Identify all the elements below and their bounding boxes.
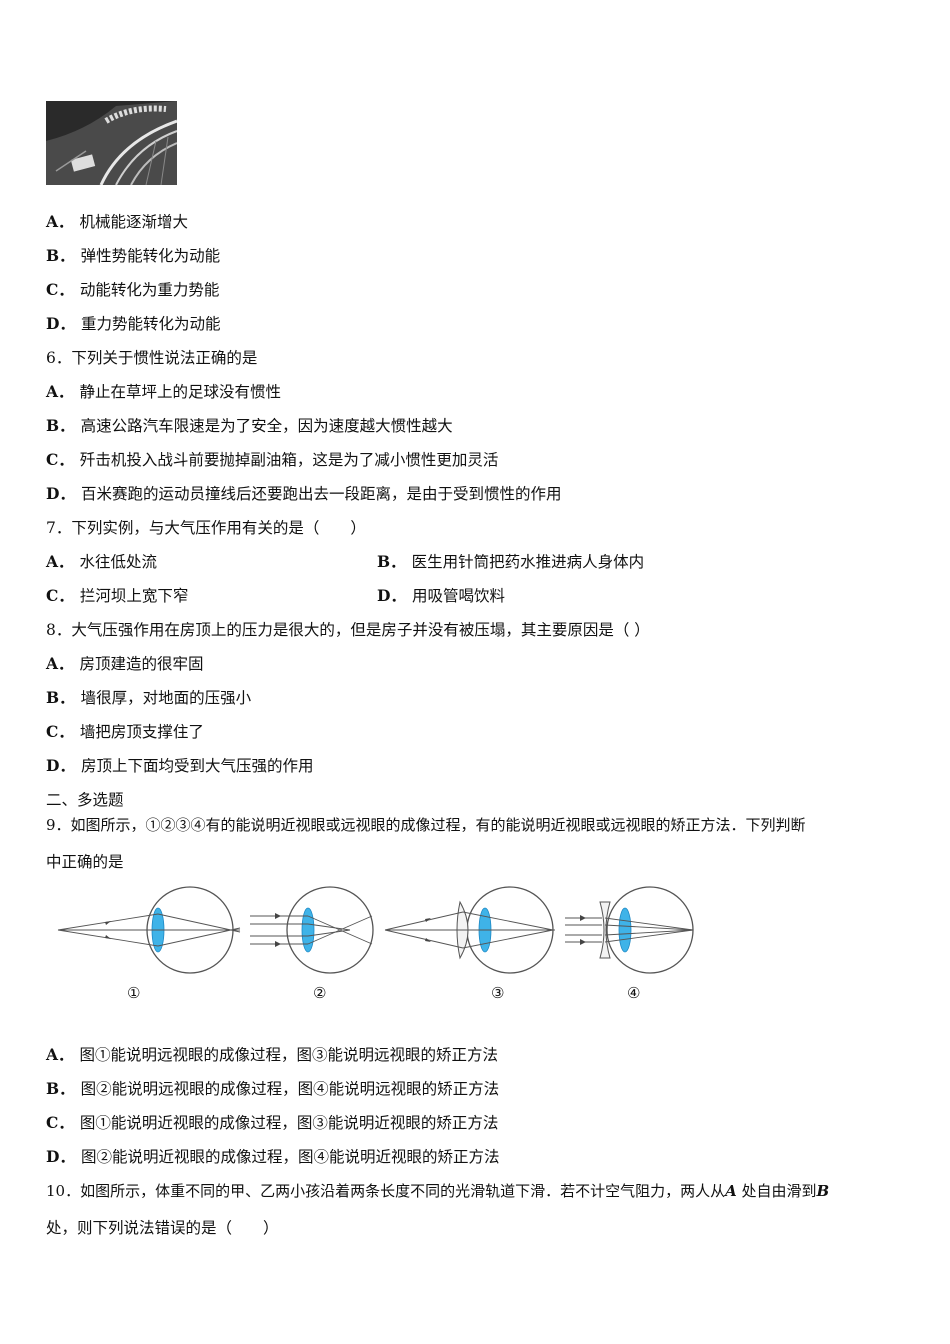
q5-option-b[interactable]: B．弹性势能转化为动能 [46, 246, 221, 265]
q5-option-d[interactable]: D．重力势能转化为动能 [46, 314, 221, 333]
q5-option-c[interactable]: C．动能转化为重力势能 [46, 280, 220, 299]
q9-option-c[interactable]: C．图①能说明近视眼的成像过程，图③能说明近视眼的矫正方法 [46, 1113, 499, 1132]
q7-option-c[interactable]: C．拦河坝上宽下窄 [46, 586, 189, 605]
section-heading: 二、多选题 [46, 791, 124, 809]
q8-stem: 8．大气压强作用在房顶上的压力是很大的，但是房子并没有被压塌，其主要原因是（ ） [46, 621, 650, 639]
figure-label-1: ① [127, 984, 141, 1002]
q9-option-b[interactable]: B．图②能说明远视眼的成像过程，图④能说明远视眼的矫正方法 [46, 1079, 500, 1098]
figure-label-2: ② [313, 984, 327, 1002]
eye-diagram [57, 886, 694, 974]
slide-photo [46, 101, 177, 185]
q6-option-a[interactable]: A．静止在草坪上的足球没有惯性 [46, 382, 282, 401]
q7-option-b[interactable]: B．医生用针筒把药水推进病人身体内 [377, 552, 645, 571]
q6-option-b[interactable]: B．高速公路汽车限速是为了安全，因为速度越大惯性越大 [46, 416, 453, 435]
q10-stem-line1: 10．如图所示，体重不同的甲、乙两小孩沿着两条长度不同的光滑轨道下滑．若不计空气… [46, 1182, 830, 1200]
q6-stem: 6．下列关于惯性说法正确的是 [46, 349, 258, 367]
q10-stem-line2: 处，则下列说法错误的是（ ） [46, 1219, 279, 1237]
q9-option-d[interactable]: D．图②能说明近视眼的成像过程，图④能说明近视眼的矫正方法 [46, 1147, 500, 1166]
eye-3-diagram [384, 886, 555, 974]
point-a-label: A [725, 1182, 737, 1200]
q9-option-a[interactable]: A．图①能说明远视眼的成像过程，图③能说明远视眼的矫正方法 [46, 1045, 499, 1064]
point-b-label: B [816, 1182, 830, 1200]
eye-1-diagram [57, 886, 241, 974]
q8-option-c[interactable]: C．墙把房顶支撑住了 [46, 722, 204, 741]
q9-stem-line1: 9．如图所示，①②③④有的能说明近视眼或远视眼的成像过程，有的能说明近视眼或远视… [46, 816, 806, 834]
q7-option-d[interactable]: D．用吸管喝饮料 [377, 586, 505, 605]
figure-label-4: ④ [627, 984, 641, 1002]
q9-stem-line2: 中正确的是 [46, 853, 124, 871]
q8-option-b[interactable]: B．墙很厚，对地面的压强小 [46, 688, 252, 707]
q7-stem: 7．下列实例，与大气压作用有关的是（ ） [46, 519, 366, 537]
q6-option-c[interactable]: C．歼击机投入战斗前要抛掉副油箱，这是为了减小惯性更加灵活 [46, 450, 499, 469]
eye-4-diagram [565, 886, 694, 974]
q5-option-a[interactable]: A．机械能逐渐增大 [46, 212, 189, 231]
q6-option-d[interactable]: D．百米赛跑的运动员撞线后还要跑出去一段距离，是由于受到惯性的作用 [46, 484, 562, 503]
figure-label-3: ③ [491, 984, 505, 1002]
eye-2-diagram [250, 886, 374, 974]
q8-option-a[interactable]: A．房顶建造的很牢固 [46, 654, 204, 673]
q7-option-a[interactable]: A．水往低处流 [46, 552, 158, 571]
q8-option-d[interactable]: D．房顶上下面均受到大气压强的作用 [46, 756, 314, 775]
